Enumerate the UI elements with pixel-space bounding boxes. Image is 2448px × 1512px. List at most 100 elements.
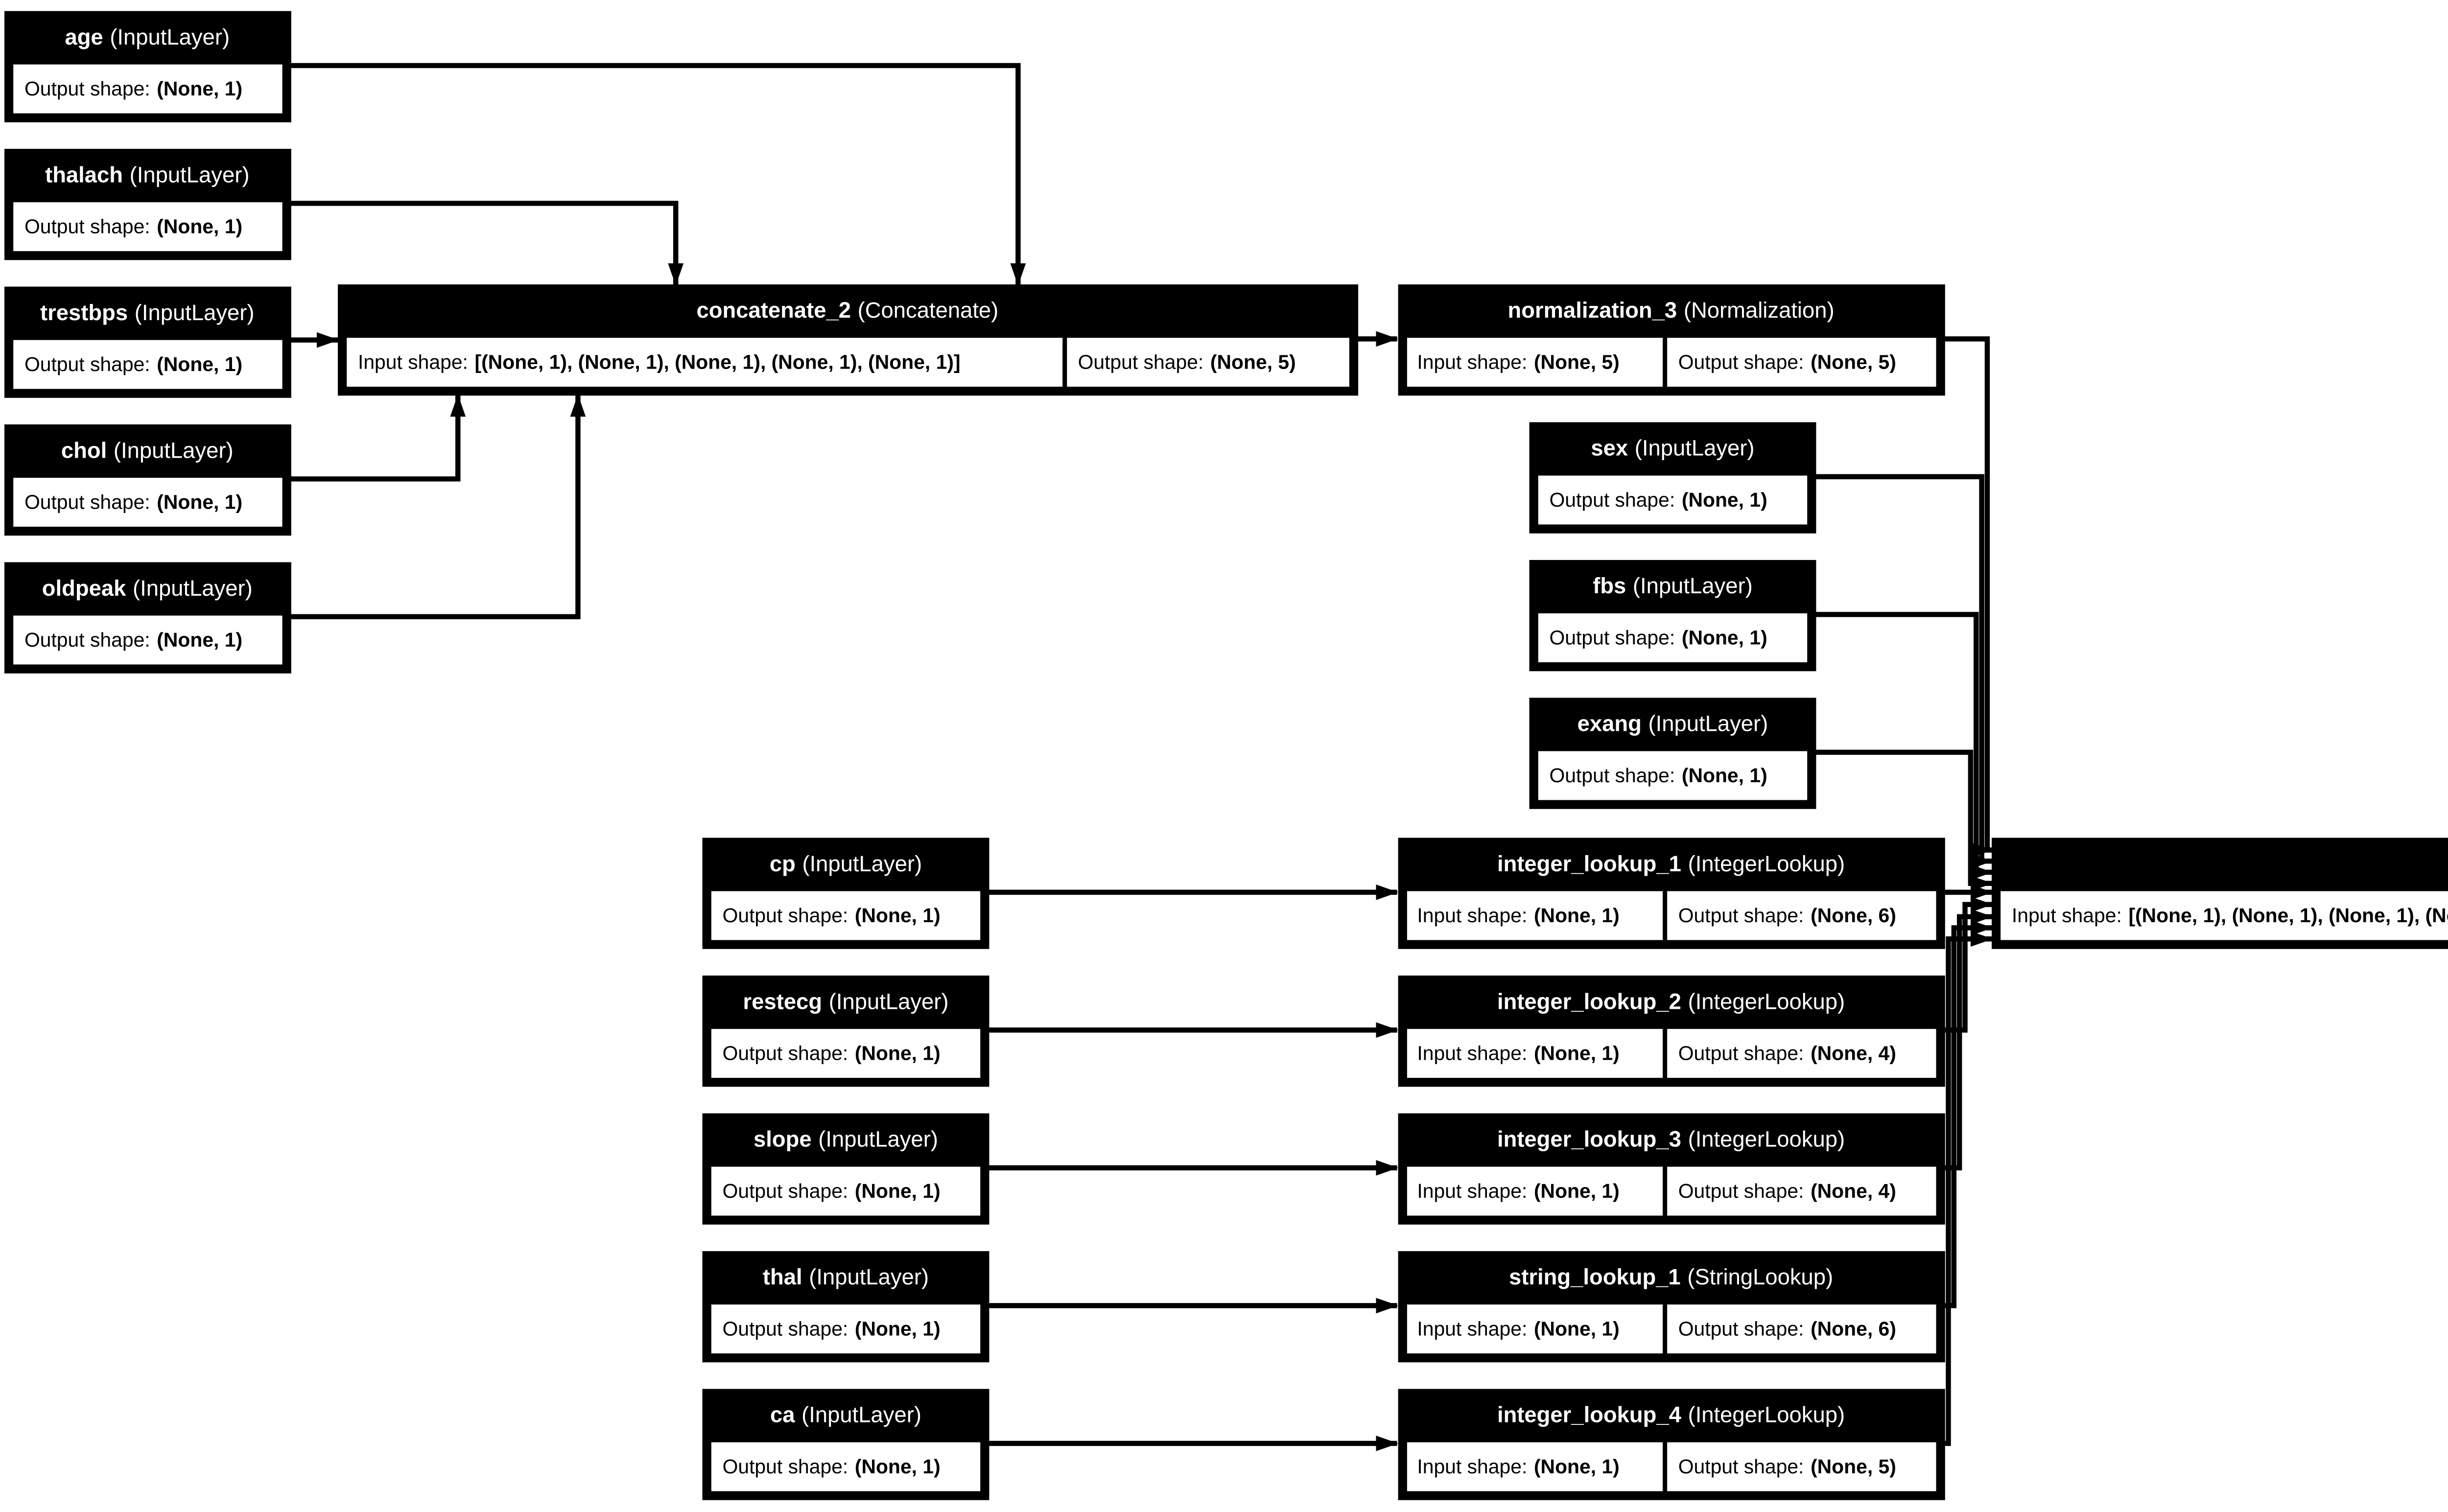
input-shape-value: (None, 1) (1533, 903, 1620, 926)
layer-type: (InputLayer) (1632, 575, 1753, 600)
layer-type: (IntegerLookup) (1688, 1129, 1845, 1154)
layer-header: integer_lookup_4 (IntegerLookup) (1402, 1394, 1941, 1442)
output-shape-cell: Output shape:(None, 1) (711, 1442, 981, 1491)
input-shape-value: (None, 5) (1533, 350, 1620, 372)
output-shape-label: Output shape: (722, 1041, 848, 1064)
input-shape-value: (None, 1) (1533, 1454, 1620, 1477)
layer-node-oldpeak: oldpeak(InputLayer)Output shape:(None, 1… (4, 562, 290, 674)
output-shape-label: Output shape: (1549, 488, 1675, 510)
layer-header: concatenate_3(Concatenate) (1996, 842, 2448, 891)
output-shape-cell: Output shape:(None, 5) (1066, 338, 1348, 387)
input-shape-label: Input shape: (1417, 1041, 1528, 1064)
input-shape-value: [(None, 1), (None, 1), (None, 1), (None,… (474, 350, 961, 372)
layer-header: oldpeak(InputLayer) (9, 567, 285, 616)
layer-name: oldpeak (42, 578, 126, 603)
output-shape-value: (None, 1) (854, 1454, 941, 1477)
layer-name: string_lookup_1 (1509, 1266, 1681, 1291)
layer-header: chol(InputLayer) (9, 429, 285, 478)
output-shape-value: (None, 4) (1811, 1041, 1896, 1064)
output-shape-cell: Output shape:(None, 5) (1667, 1442, 1936, 1491)
output-shape-label: Output shape: (24, 352, 150, 375)
layer-node-ca: ca(InputLayer)Output shape:(None, 1) (702, 1389, 989, 1500)
layer-node-concatenate_2: concatenate_2(Concatenate)Input shape:[(… (338, 284, 1357, 396)
output-shape-label: Output shape: (722, 1317, 848, 1339)
output-shape-cell: Output shape: (None, 1) (1538, 475, 1808, 525)
output-shape-value: (None, 1) (1681, 488, 1767, 510)
layer-type: (InputLayer) (129, 164, 250, 189)
shape-row: Input shape:(None, 1)Output shape:(None,… (1402, 891, 1941, 945)
layer-node-restecg: restecg(InputLayer)Output shape:(None, 1… (702, 976, 989, 1087)
layer-node-fbs: fbs(InputLayer)Output shape:(None, 1) (1529, 560, 1816, 672)
output-shape-value: (None, 6) (1811, 903, 1896, 926)
output-shape-label: Output shape: (24, 76, 150, 99)
layer-node-slope: slope(InputLayer)Output shape:(None, 1) (702, 1113, 989, 1225)
layer-name: restecg (743, 991, 823, 1016)
layer-type: (InputLayer) (134, 302, 255, 327)
layer-name: fbs (1593, 575, 1626, 600)
layer-type: (IntegerLookup) (1688, 853, 1845, 878)
input-shape-label: Input shape: (1417, 903, 1528, 926)
layer-header: trestbps(InputLayer) (9, 291, 285, 340)
input-shape-value: (None, 1) (1533, 1317, 1620, 1339)
layer-header: integer_lookup_2(IntegerLookup) (1402, 980, 1941, 1029)
layer-node-normalization_3: normalization_3(Normalization)Input shap… (1397, 284, 1945, 396)
shape-row: Output shape: (None, 1) (1534, 475, 1812, 529)
shape-row: Output shape:(None, 1) (1534, 613, 1812, 667)
edge-age-to-concatenate_2 (290, 63, 1026, 286)
layer-type: (IntegerLookup) (1688, 991, 1845, 1016)
layer-type: (InputLayer) (1634, 438, 1755, 463)
shape-row: Output shape:(None, 1) (9, 478, 285, 531)
input-shape-cell: Input shape:(None, 1) (1406, 1304, 1663, 1353)
output-shape-value: (None, 1) (854, 1317, 941, 1339)
input-shape-value: (None, 1) (1533, 1179, 1620, 1201)
output-shape-value: (None, 1) (157, 214, 243, 237)
layer-name: age (65, 26, 103, 51)
layer-name: thalach (45, 164, 123, 189)
edge-chol-to-concatenate_2 (290, 394, 466, 482)
output-shape-value: (None, 1) (854, 1179, 941, 1201)
input-shape-cell: Input shape:(None, 1) (1406, 1442, 1663, 1491)
input-shape-cell: Input shape:[(None, 1), (None, 1), (None… (2001, 891, 2448, 940)
shape-row: Input shape:(None, 5)Output shape:(None,… (1402, 338, 1941, 391)
output-shape-value: (None, 1) (157, 352, 243, 375)
layer-name: concatenate_2 (696, 300, 851, 325)
layer-name: integer_lookup_4 (1497, 1404, 1681, 1429)
shape-row: Input shape:(None, 1)Output shape:(None,… (1402, 1442, 1941, 1496)
output-shape-label: Output shape: (722, 1179, 848, 1201)
layer-node-integer_lookup_1: integer_lookup_1(IntegerLookup)Input sha… (1397, 837, 1945, 949)
layer-type: (InputLayer) (110, 26, 230, 51)
output-shape-cell: Output shape: (None, 1) (711, 1166, 981, 1216)
output-shape-value: (None, 1) (1681, 626, 1767, 648)
layer-node-thalach: thalach(InputLayer)Output shape:(None, 1… (4, 149, 290, 260)
layer-type: (StringLookup) (1687, 1266, 1834, 1291)
layer-name: normalization_3 (1507, 300, 1677, 325)
input-shape-cell: Input shape:(None, 1) (1406, 1029, 1663, 1078)
output-shape-cell: Output shape:(None, 1) (1538, 613, 1808, 662)
input-shape-label: Input shape: (1417, 350, 1528, 372)
shape-row: Input shape:(None, 1)Output shape:(None,… (1402, 1166, 1941, 1220)
input-shape-cell: Input shape:(None, 1) (1406, 1166, 1663, 1216)
shape-row: Output shape:(None, 1) (707, 891, 985, 945)
layer-node-string_lookup_1: string_lookup_1(StringLookup) Input shape… (1397, 1251, 1945, 1363)
layer-header: thalach(InputLayer) (9, 153, 285, 202)
layer-name: exang (1577, 713, 1642, 738)
shape-row: Output shape: (None, 1) (707, 1029, 985, 1082)
layer-header: age (InputLayer) (9, 16, 285, 65)
input-shape-cell: Input shape:(None, 1) (1406, 891, 1663, 940)
layer-name: trestbps (40, 302, 128, 327)
output-shape-cell: Output shape:(None, 1) (13, 615, 282, 665)
layer-type: (InputLayer) (113, 440, 234, 465)
layer-header: fbs(InputLayer) (1534, 564, 1812, 613)
shape-row: Input shape:(None, 1)Output shape:(None,… (1402, 1304, 1941, 1358)
layer-type: (InputLayer) (132, 578, 253, 603)
layer-type: (IntegerLookup) (1688, 1404, 1845, 1429)
layer-node-concatenate_3: concatenate_3(Concatenate)Input shape:[(… (1992, 837, 2448, 949)
output-shape-value: (None, 1) (854, 1041, 941, 1064)
shape-row: Output shape: (None, 1) (707, 1166, 985, 1220)
output-shape-value: (None, 1) (157, 76, 243, 99)
layer-node-trestbps: trestbps(InputLayer) Output shape: (None, … (4, 286, 290, 398)
output-shape-value: (None, 1) (1681, 763, 1767, 786)
shape-row: Output shape:(None, 1) (9, 202, 285, 256)
